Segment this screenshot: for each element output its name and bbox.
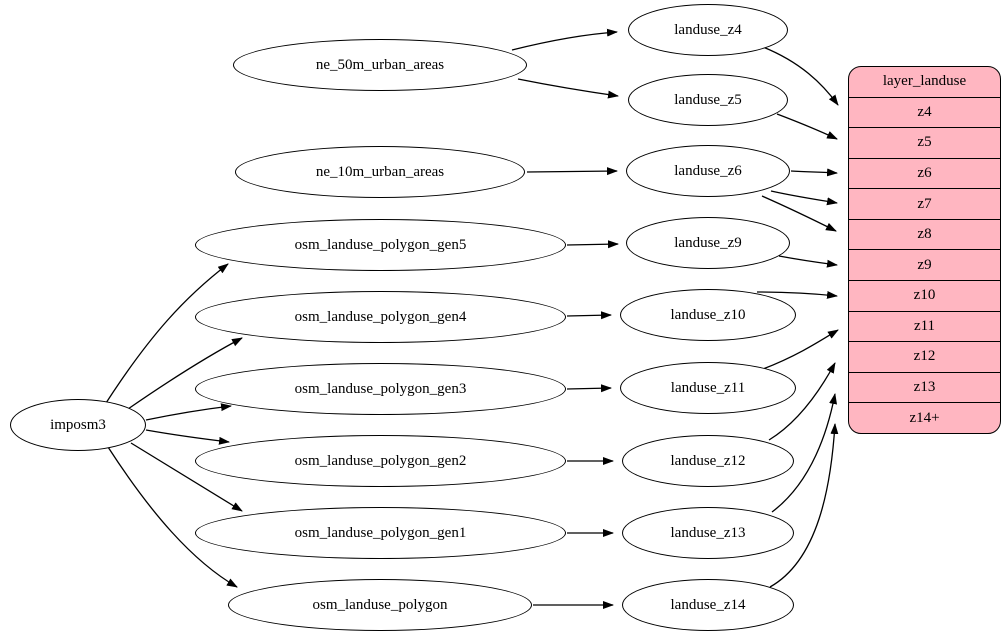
- node-landuse-z5: landuse_z5: [628, 74, 788, 126]
- node-osm-landuse-polygon-gen2: osm_landuse_polygon_gen2: [195, 435, 566, 487]
- node-landuse-z6: landuse_z6: [626, 145, 790, 197]
- node-osm-landuse-polygon-gen4: osm_landuse_polygon_gen4: [195, 291, 566, 343]
- node-landuse-z14: landuse_z14: [622, 579, 794, 631]
- node-label: landuse_z14: [670, 596, 746, 613]
- node-label: osm_landuse_polygon_gen1: [294, 524, 467, 541]
- edge-z9-row: [778, 255, 838, 268]
- node-imposm3: imposm3: [10, 399, 146, 451]
- table-row-z10: z10: [849, 280, 1000, 311]
- node-label: osm_landuse_polygon: [312, 596, 448, 613]
- edge-ne50m-z4: [511, 28, 618, 51]
- table-row-z8: z8: [849, 218, 1000, 250]
- edge-z6-row8: [761, 195, 837, 232]
- edge-z6-row7: [770, 190, 838, 206]
- table-row-z4: z4: [849, 96, 1000, 128]
- table-row-z14plus: z14+: [849, 402, 1000, 433]
- edge-z11-row: [762, 329, 839, 370]
- table-row-z9: z9: [849, 249, 1000, 280]
- edge-gen4-z10: [566, 311, 612, 320]
- table-row-z7: z7: [849, 188, 1000, 219]
- node-landuse-z9: landuse_z9: [626, 217, 790, 269]
- edge-gen3-z11: [566, 384, 612, 393]
- node-label: ne_50m_urban_areas: [315, 56, 445, 73]
- table-row-z11: z11: [849, 310, 1000, 342]
- node-label: osm_landuse_polygon_gen3: [294, 380, 467, 397]
- node-landuse-z11: landuse_z11: [620, 362, 796, 414]
- table-row-z6: z6: [849, 157, 1000, 189]
- node-label: landuse_z9: [674, 234, 742, 251]
- node-landuse-z13: landuse_z13: [622, 507, 794, 559]
- table-header: layer_landuse: [882, 73, 967, 90]
- edge-imposm3-gen3: [145, 403, 232, 421]
- node-label: ne_10m_urban_areas: [315, 163, 445, 180]
- node-label: landuse_z10: [670, 306, 746, 323]
- node-label: landuse_z6: [674, 162, 742, 179]
- edge-imposm3-gen2: [145, 429, 230, 445]
- node-ne-10m-urban-areas: ne_10m_urban_areas: [235, 146, 525, 198]
- edge-ne50m-z5: [517, 78, 619, 99]
- node-label: landuse_z11: [670, 379, 746, 396]
- node-osm-landuse-polygon: osm_landuse_polygon: [228, 579, 532, 631]
- table-row-z12: z12: [849, 341, 1000, 372]
- node-landuse-z10: landuse_z10: [620, 289, 796, 341]
- node-label: landuse_z13: [670, 524, 746, 541]
- edge-z6-row6: [790, 168, 838, 177]
- node-osm-landuse-polygon-gen1: osm_landuse_polygon_gen1: [195, 507, 566, 559]
- edge-ne10m-z6: [526, 167, 618, 176]
- table-row-z13: z13: [849, 371, 1000, 403]
- table-layer-landuse: layer_landuse z4 z5 z6 z7 z8 z9 z10 z11 …: [848, 66, 1001, 434]
- node-label: landuse_z12: [670, 452, 746, 469]
- node-label: landuse_z4: [674, 21, 742, 38]
- node-label: osm_landuse_polygon_gen4: [294, 308, 467, 325]
- edge-z5-row: [776, 113, 838, 140]
- node-osm-landuse-polygon-gen5: osm_landuse_polygon_gen5: [195, 219, 566, 271]
- node-ne-50m-urban-areas: ne_50m_urban_areas: [233, 39, 527, 91]
- node-label: landuse_z5: [674, 91, 742, 108]
- node-landuse-z4: landuse_z4: [628, 4, 788, 56]
- node-label: osm_landuse_polygon_gen5: [294, 236, 467, 253]
- edge-gen5-z9: [566, 240, 619, 249]
- node-osm-landuse-polygon-gen3: osm_landuse_polygon_gen3: [195, 363, 566, 415]
- node-landuse-z12: landuse_z12: [622, 435, 794, 487]
- node-imposm3-label: imposm3: [50, 416, 106, 433]
- table-row-z5: z5: [849, 127, 1000, 158]
- node-label: osm_landuse_polygon_gen2: [294, 452, 467, 469]
